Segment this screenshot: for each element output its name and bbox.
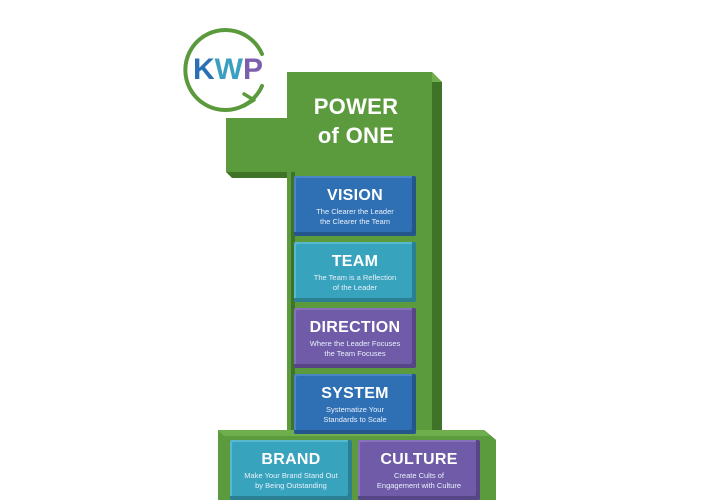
- block-subtitle-line-2: by Being Outstanding: [255, 480, 327, 490]
- block-subtitle-line-1: Where the Leader Focuses: [309, 339, 401, 348]
- block-subtitle-line-1: Create Cults of: [393, 471, 445, 480]
- block-subtitle-line-2: of the Leader: [332, 282, 378, 292]
- block-brand: BRAND Make Your Brand Stand Out by Being…: [230, 440, 352, 500]
- block-system: SYSTEM Systematize Your Standards to Sca…: [294, 374, 416, 434]
- block-title: BRAND: [261, 451, 321, 468]
- block-title: TEAM: [331, 253, 379, 270]
- block-title: VISION: [326, 187, 384, 204]
- one-head-shadow: [226, 172, 287, 178]
- block-subtitle-line-1: Make Your Brand Stand Out: [244, 471, 338, 480]
- block-culture: CULTURE Create Cults of Engagement with …: [358, 440, 480, 500]
- logo-wordmark: KWP: [192, 53, 263, 86]
- diagram-title: POWER of ONE: [286, 92, 426, 150]
- block-subtitle-line-2: the Clearer the Team: [320, 216, 390, 226]
- block-subtitle-line-2: the Team Focuses: [324, 348, 386, 358]
- title-line-2: of ONE: [317, 123, 395, 148]
- circular-arrow-icon: [183, 28, 264, 112]
- title-line-1: POWER: [313, 94, 399, 119]
- block-title: DIRECTION: [309, 319, 401, 336]
- one-head: [226, 72, 432, 172]
- one-shape-depth-right: [432, 72, 442, 436]
- kwp-logo: KWP: [182, 24, 274, 116]
- block-title: SYSTEM: [321, 385, 389, 402]
- block-title: CULTURE: [380, 451, 458, 468]
- block-vision: VISION The Clearer the Leader the Cleare…: [294, 176, 416, 236]
- block-subtitle-line-1: Systematize Your: [326, 405, 384, 414]
- block-direction: DIRECTION Where the Leader Focuses the T…: [294, 308, 416, 368]
- block-team: TEAM The Team is a Reflection of the Lea…: [294, 242, 416, 302]
- block-subtitle-line-2: Engagement with Culture: [376, 480, 462, 490]
- block-subtitle-line-1: The Clearer the Leader: [316, 207, 394, 216]
- block-subtitle-line-2: Standards to Scale: [323, 414, 387, 424]
- one-stem-inner-shadow: [291, 172, 295, 434]
- block-subtitle-line-1: The Team is a Reflection: [313, 273, 397, 282]
